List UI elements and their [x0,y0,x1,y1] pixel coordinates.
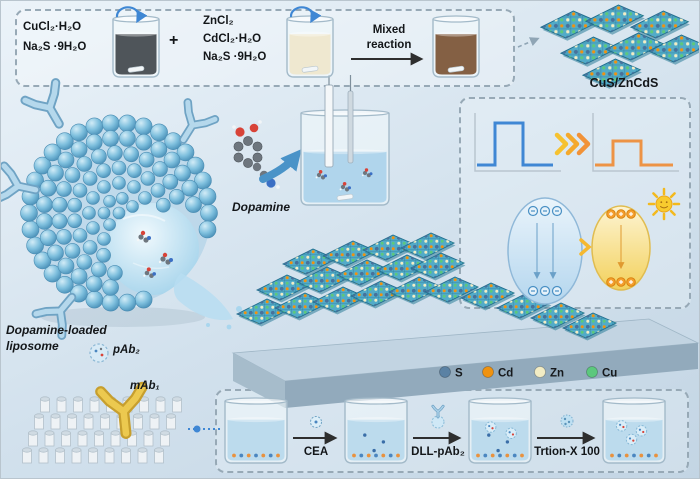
liposome-label: Dopamine-loaded liposome [6,323,107,353]
atom-legend: S Cd Zn Cu [439,366,617,380]
output-pulse [592,113,679,172]
triton-icon [560,414,574,428]
mixed-reaction-label: Mixed reaction [366,24,412,51]
dopamine-molecule [232,120,280,189]
reagent-na2s-right-label: Na₂S ·9H₂O [203,51,267,63]
mab1-label: mAb₁ [130,380,160,392]
electrode-array [22,396,182,464]
plus-sign: + [169,32,179,49]
cea-icon [310,416,322,428]
dll-pab2-icon [89,343,109,363]
sun-icon [647,187,681,221]
electrochemical-cell [300,75,390,206]
legend-Cu: Cu [602,368,617,380]
antibody-icon [25,83,74,133]
synthesis-beakers [112,15,480,78]
pab2-label: pAb₂ [113,344,140,356]
liposome-shadow [41,307,205,327]
dopamine-loaded-liposome [20,114,242,330]
input-pulse [474,113,561,172]
synthesis-panel [15,9,515,87]
reagent-na2s-left-label: Na₂S ·9H₂O [23,41,87,53]
charge-transfer-arrow-icon [579,238,592,256]
reagent-cucl2-label: CuCl₂·H₂O [23,21,82,33]
stir-arrow-icon [115,6,148,24]
reagent-zncl2-label: ZnCl₂ [203,15,234,27]
assay-beakers [224,397,666,464]
stir-arrow-icon [289,6,322,24]
reagent-cdcl2-label: CdCl₂·H₂O [203,33,262,45]
liposome-spill [173,273,233,321]
legend-Cd: Cd [498,368,513,380]
legend-S: S [455,368,463,380]
connector-dotted [188,425,223,433]
step-triton-label: Trtion-X 100 [534,446,600,458]
conversion-chevrons-icon [554,132,591,156]
step-cea-label: CEA [303,446,329,458]
energy-band-ovals [507,197,651,305]
dll-icon [431,404,445,429]
product-arrow [517,37,540,48]
product-label: CuS/ZnCdS [589,76,659,90]
substrate-platform [231,318,699,408]
dopamine-release-arrow [259,149,302,183]
legend-Zn: Zn [550,368,564,380]
dopamine-label: Dopamine [232,200,291,214]
step-dll-label: DLL-pAb₂ [411,446,465,458]
